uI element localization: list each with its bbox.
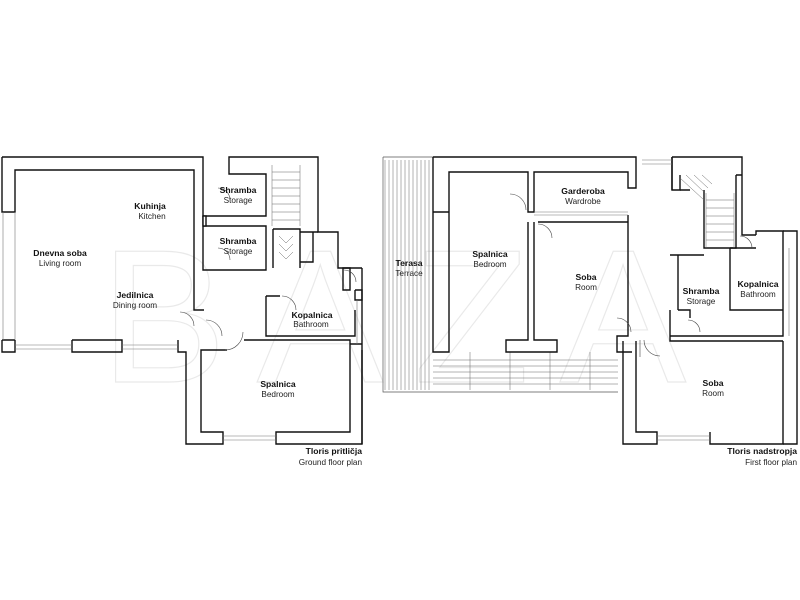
room-ff-bedroom-sub: Bedroom <box>473 260 506 269</box>
room-living-name: Dnevna soba <box>33 248 87 258</box>
room-wardrobe-name: Garderoba <box>561 186 605 196</box>
room-ff-bathroom-sub: Bathroom <box>740 290 776 299</box>
room-storage1-sub: Storage <box>224 196 253 205</box>
ground-floor-title: Tloris pritličja <box>306 446 363 456</box>
room-ff-bathroom-name: Kopalnica <box>737 279 778 289</box>
ground-floor-plan: Kuhinja Kitchen Dnevna soba Living room … <box>1 156 363 467</box>
room-bedroom-sub: Bedroom <box>261 390 294 399</box>
room-room1-sub: Room <box>575 283 597 292</box>
first-stair-treads <box>679 174 735 248</box>
first-floor-title: Tloris nadstropja <box>727 446 797 456</box>
ground-floor-subtitle: Ground floor plan <box>299 458 363 467</box>
room-storage2-sub: Storage <box>224 247 253 256</box>
room-storage2-name: Shramba <box>220 236 257 246</box>
first-floor-subtitle: First floor plan <box>745 458 797 467</box>
room-wardrobe-sub: Wardrobe <box>565 197 601 206</box>
ground-stair-treads <box>271 165 301 260</box>
room-bathroom-sub: Bathroom <box>293 320 329 329</box>
room-room2-name: Soba <box>702 378 723 388</box>
watermark: BAZA <box>100 211 716 423</box>
room-storage1-name: Shramba <box>220 185 257 195</box>
room-room2-sub: Room <box>702 389 724 398</box>
room-ff-storage-sub: Storage <box>687 297 716 306</box>
room-kitchen-name: Kuhinja <box>134 201 166 211</box>
room-ff-bedroom-name: Spalnica <box>472 249 508 259</box>
room-terrace-sub: Terrace <box>395 269 423 278</box>
room-dining-sub: Dining room <box>113 301 157 310</box>
room-terrace-name: Terasa <box>395 258 422 268</box>
room-dining-name: Jedilnica <box>117 290 154 300</box>
room-bathroom-name: Kopalnica <box>291 310 332 320</box>
room-room1-name: Soba <box>575 272 596 282</box>
room-kitchen-sub: Kitchen <box>138 212 166 221</box>
room-bedroom-name: Spalnica <box>260 379 296 389</box>
terrace-deck <box>382 156 618 393</box>
room-living-sub: Living room <box>39 259 82 268</box>
room-ff-storage-name: Shramba <box>683 286 720 296</box>
first-floor-plan: Terasa Terrace Spalnica Bedroom Garderob… <box>382 156 798 467</box>
